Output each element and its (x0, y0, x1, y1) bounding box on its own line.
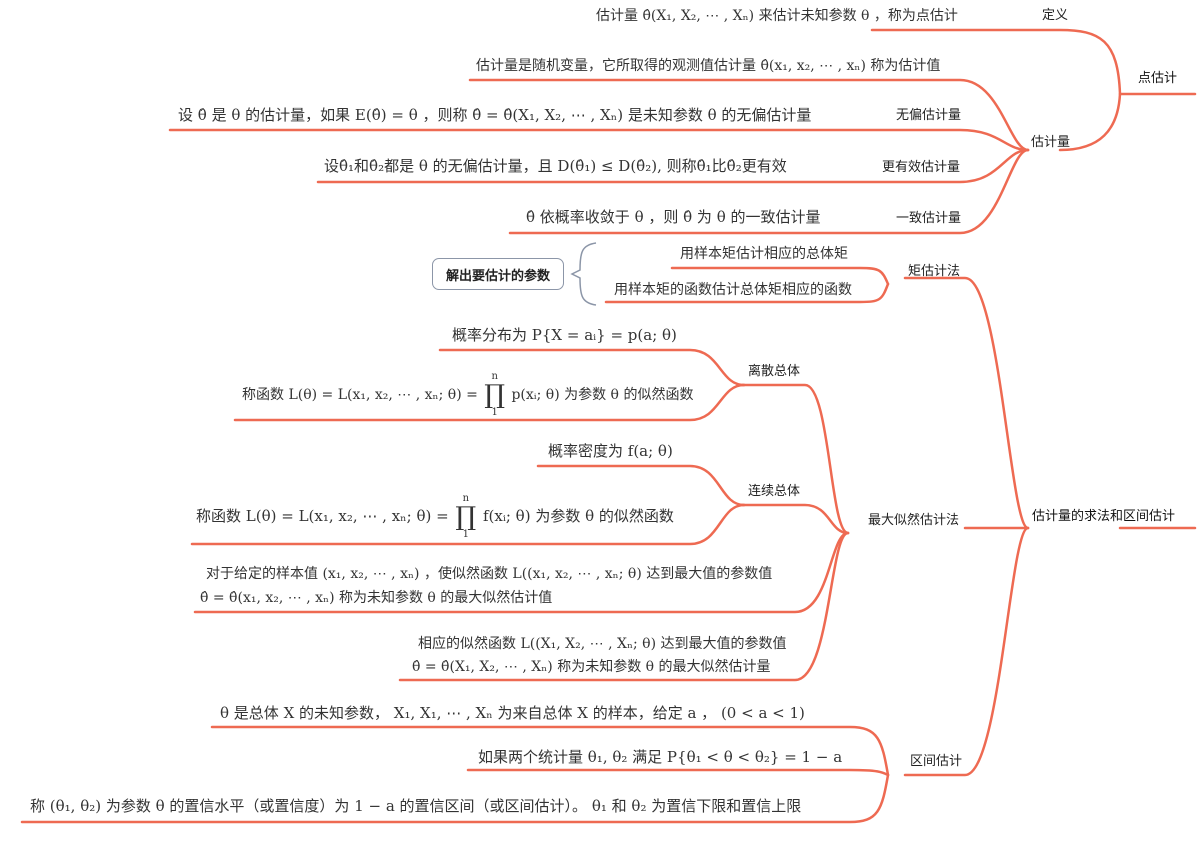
branch-consistent[interactable]: 一致估计量 (896, 211, 962, 226)
leaf-interval-3: 称 (θ₁, θ₂) 为参数 θ 的置信水平（或置信度）为 1 − a 的置信区… (30, 797, 802, 815)
leaf-discrete-likelihood: 称函数 L(θ) = L(x₁, x₂, ⋯ , xₙ; θ) = n ∏ 1 … (242, 372, 693, 418)
leaf-mle-estimator-1: 相应的似然函数 L((X₁, X₂, ⋯ , Xₙ; θ) 达到最大值的参数值 (418, 636, 787, 652)
branch-unbiased[interactable]: 无偏估计量 (896, 108, 962, 123)
branch-continuous[interactable]: 连续总体 (748, 484, 801, 499)
product-operator: n ∏ 1 (455, 494, 476, 540)
continuous-likelihood-right: f(xᵢ; θ) 为参数 θ 的似然函数 (482, 507, 674, 525)
leaf-estimator-value: 估计量是随机变量，它所取得的观测值估计量 θ̂(x₁, x₂, ⋯ , xₙ) … (476, 58, 941, 74)
leaf-efficient: 设θ̂₁和θ̂₂都是 θ 的无偏估计量，且 D(θ̂₁) ≤ D(θ̂₂), 则… (324, 157, 787, 175)
leaf-definition: 估计量 θ̂(X₁, X₂, ⋯ , Xₙ) 来估计未知参数 θ ，称为点估计 (596, 8, 958, 24)
product-operator: n ∏ 1 (484, 372, 505, 418)
leaf-mle-estimator-2: θ̂ = θ̂(X₁, X₂, ⋯ , Xₙ) 称为未知参数 θ 的最大似然估计… (412, 659, 771, 675)
branch-estimator[interactable]: 估计量 (1031, 135, 1071, 150)
branch-point-estimate[interactable]: 点估计 (1138, 71, 1178, 86)
branch-interval[interactable]: 区间估计 (910, 754, 963, 769)
branch-definition[interactable]: 定义 (1042, 8, 1069, 23)
product-lower-limit: 1 (491, 407, 498, 418)
leaf-unbiased: 设 θ̂ 是 θ 的估计量，如果 E(θ̂) = θ ，则称 θ̂ = θ̂(X… (178, 106, 812, 124)
branch-moment-method[interactable]: 矩估计法 (908, 264, 961, 279)
product-lower-limit: 1 (462, 529, 470, 540)
branch-mle[interactable]: 最大似然估计法 (868, 513, 960, 528)
callout-solve-parameters[interactable]: 解出要估计的参数 (432, 258, 564, 290)
discrete-likelihood-right: p(xᵢ; θ) 为参数 θ 的似然函数 (511, 387, 694, 403)
branch-discrete[interactable]: 离散总体 (748, 364, 801, 379)
leaf-moment-2: 用样本矩的函数估计总体矩相应的函数 (614, 282, 852, 298)
product-symbol: ∏ (455, 502, 477, 532)
leaf-interval-2: 如果两个统计量 θ₁, θ₂ 满足 P{θ₁ < θ < θ₂} = 1 − a (478, 748, 843, 766)
leaf-consistent: θ̂ 依概率收敛于 θ ，则 θ̂ 为 θ 的一致估计量 (526, 208, 821, 226)
leaf-continuous-pdf: 概率密度为 f(a; θ) (548, 442, 673, 460)
product-upper-limit: n (462, 493, 470, 504)
leaf-interval-1: θ 是总体 X 的未知参数， X₁, X₁, ⋯ , Xₙ 为来自总体 X 的样… (220, 704, 805, 722)
callout-bracket (570, 242, 597, 306)
leaf-mle-value-2: θ̂ = θ̂(x₁, x₂, ⋯ , xₙ) 称为未知参数 θ 的最大似然估计… (200, 590, 553, 606)
leaf-mle-value-1: 对于给定的样本值 (x₁, x₂, ⋯ , xₙ) ，使似然函数 L((x₁, … (206, 566, 773, 582)
leaf-discrete-pmf: 概率分布为 P{X = aᵢ} = p(a; θ) (452, 326, 677, 344)
branch-methods-interval[interactable]: 估计量的求法和区间估计 (1032, 509, 1176, 524)
product-symbol: ∏ (484, 380, 506, 410)
continuous-likelihood-left: 称函数 L(θ) = L(x₁, x₂, ⋯ , xₙ; θ) = (196, 507, 449, 525)
discrete-likelihood-left: 称函数 L(θ) = L(x₁, x₂, ⋯ , xₙ; θ) = (242, 387, 478, 403)
branch-more-efficient[interactable]: 更有效估计量 (882, 160, 961, 175)
product-upper-limit: n (491, 371, 498, 382)
leaf-continuous-likelihood: 称函数 L(θ) = L(x₁, x₂, ⋯ , xₙ; θ) = n ∏ 1 … (196, 494, 674, 540)
leaf-moment-1: 用样本矩估计相应的总体矩 (680, 246, 848, 262)
